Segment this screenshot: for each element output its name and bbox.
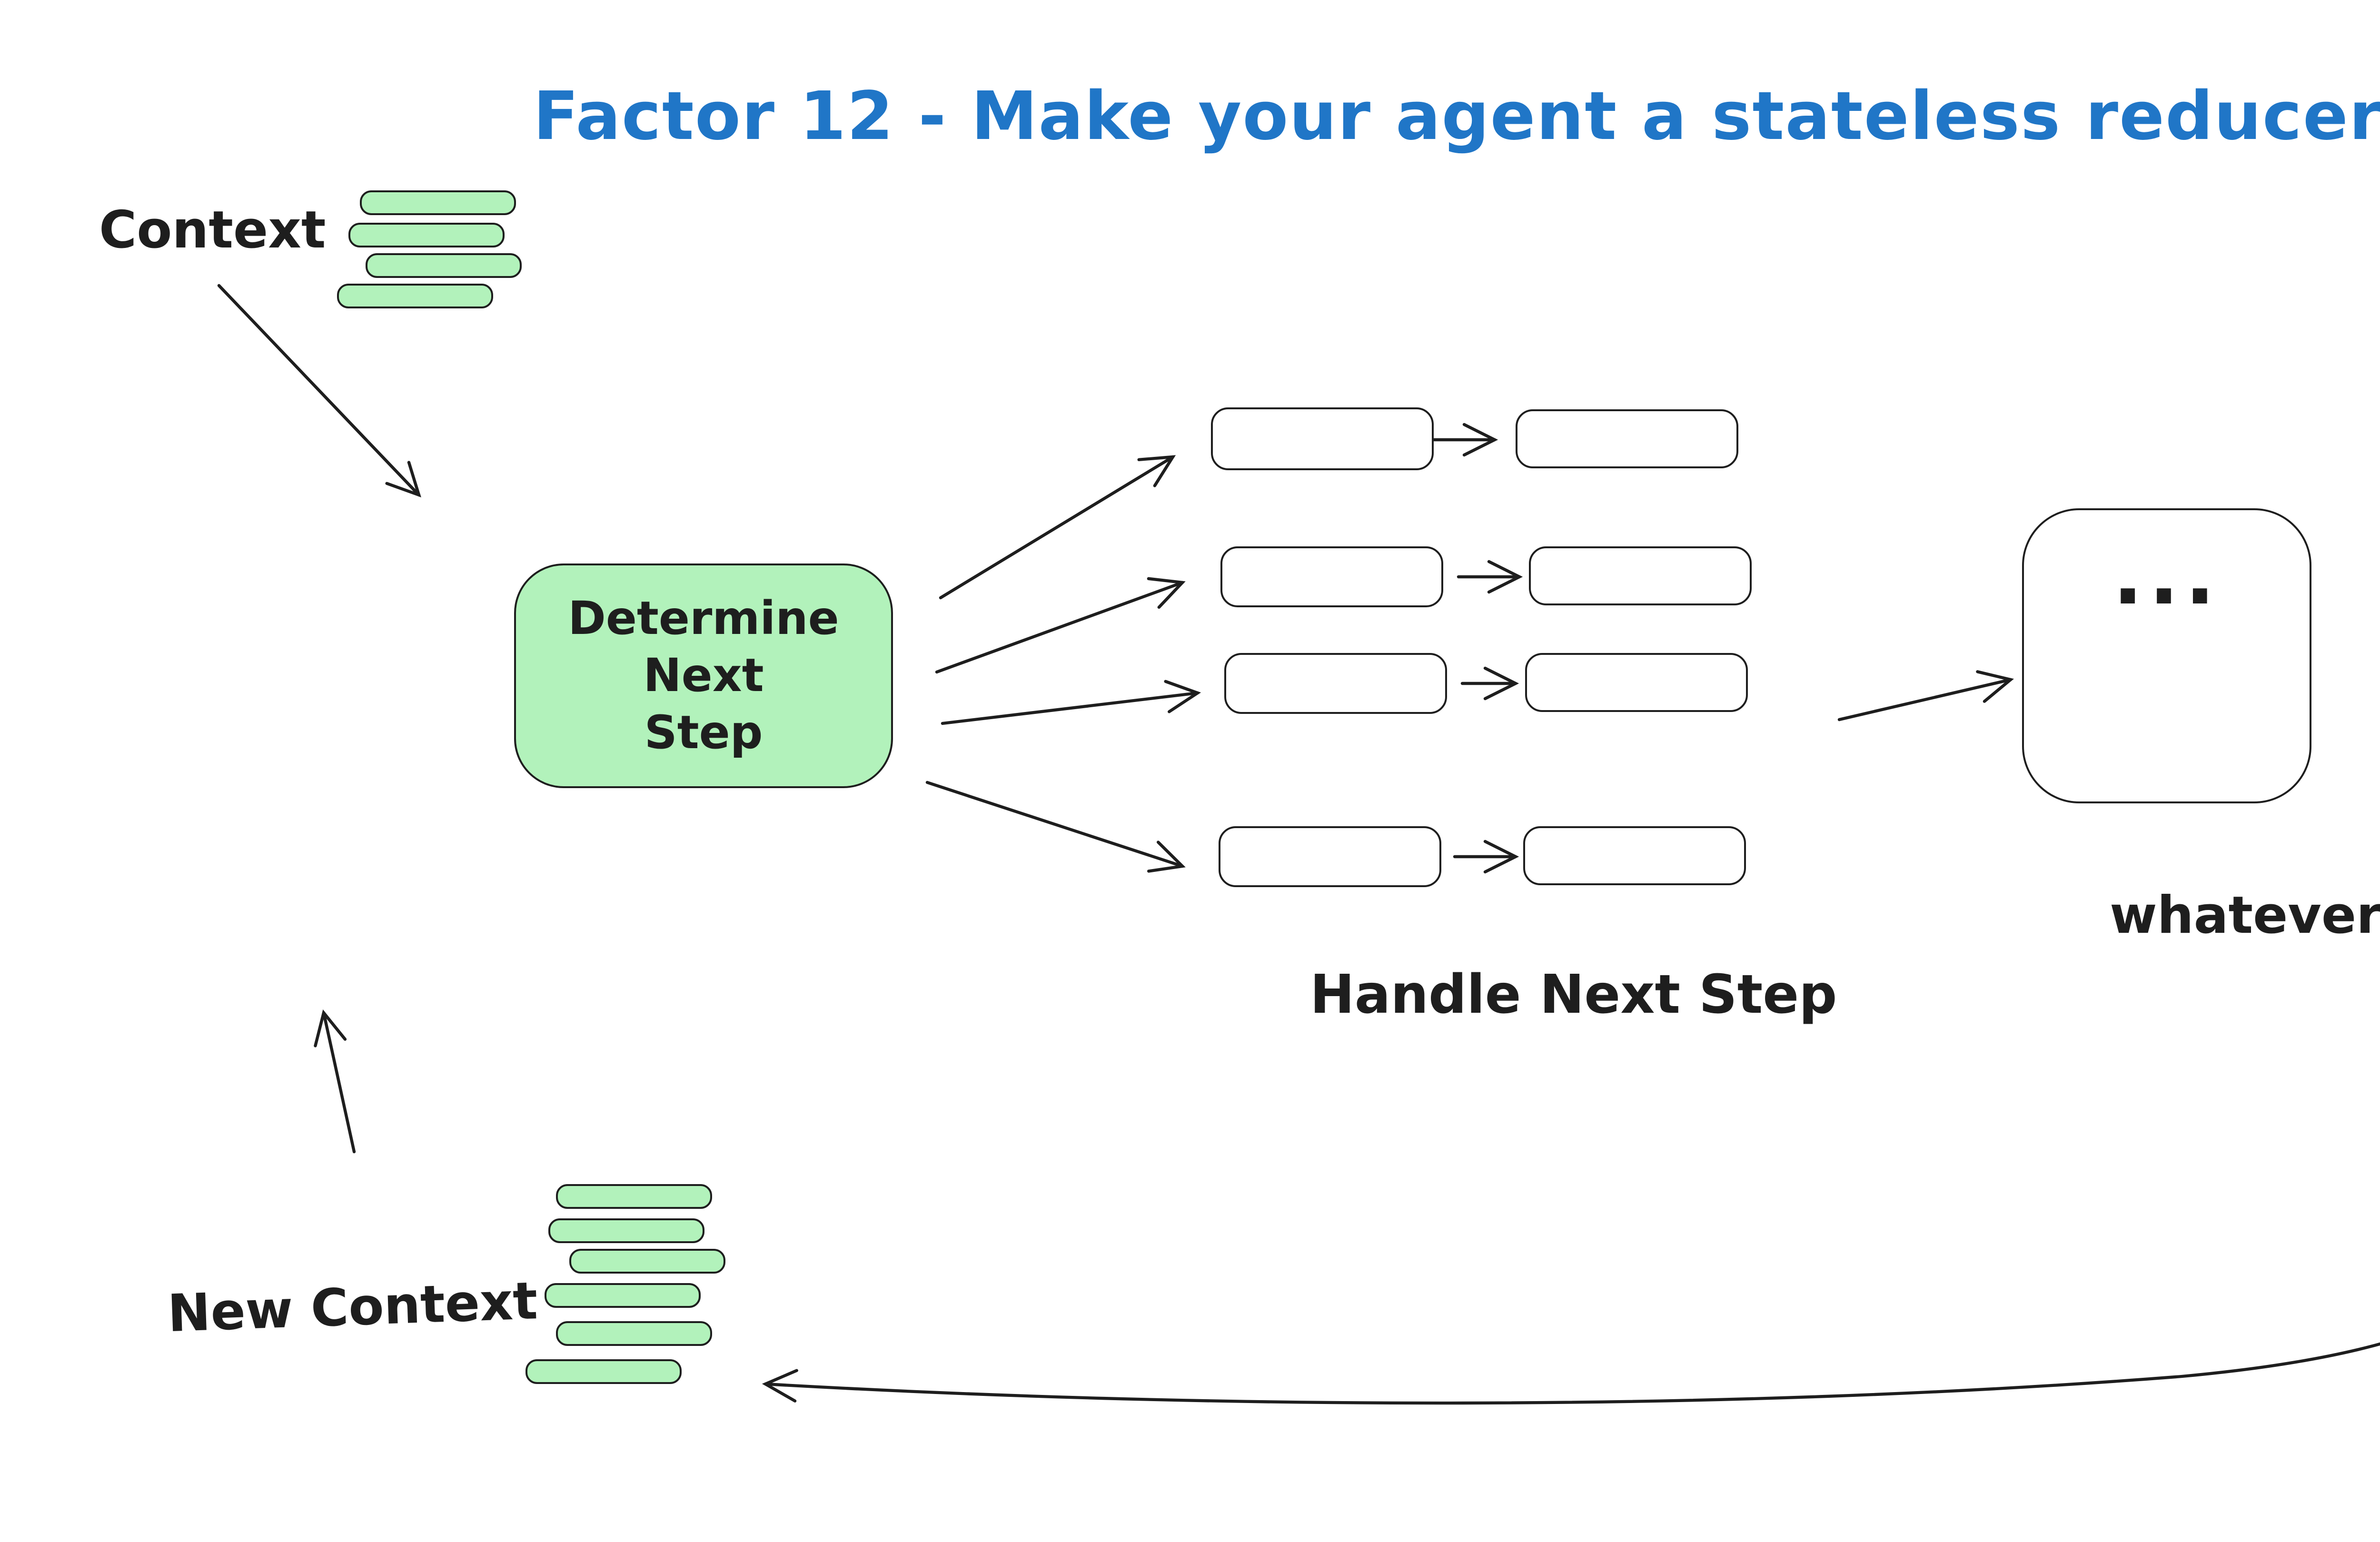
handle-next-step-label: Handle Next Step [1310, 963, 1837, 1026]
arrow-fanout-4 [925, 781, 1186, 873]
determine-line-3: Step [644, 706, 763, 760]
new-context-bar [526, 1359, 682, 1384]
handler-step-box [1523, 826, 1746, 885]
determine-line-1: Determine [568, 592, 839, 645]
output-node: ... [2022, 508, 2311, 803]
new-context-label: New Context [167, 1273, 539, 1345]
new-context-bar [548, 1218, 704, 1243]
arrow-fanout-3 [941, 680, 1201, 725]
new-context-bar [556, 1184, 712, 1209]
handler-step-box [1211, 407, 1434, 470]
handler-step-box [1525, 653, 1748, 712]
handler-step-box [1224, 653, 1447, 714]
context-bar [360, 190, 516, 215]
handler-step-box [1219, 826, 1441, 887]
arrow-loop-back [762, 1342, 2380, 1405]
arrow-fanout-2 [935, 577, 1186, 674]
handler-step-box [1220, 546, 1443, 607]
context-label: Context [99, 202, 326, 261]
handler-step-box [1529, 546, 1752, 605]
arrow-context-to-determine [217, 284, 421, 498]
handler-step-box [1516, 409, 1738, 468]
new-context-bar [569, 1249, 725, 1274]
new-context-bar [556, 1321, 712, 1346]
determine-next-step-node: Determine Next Step [514, 563, 893, 788]
diagram-title: Factor 12 - Make your agent a stateless … [533, 80, 2380, 156]
ellipsis-dots: ... [2112, 529, 2221, 623]
context-bar [337, 284, 493, 308]
determine-line-2: Next [643, 649, 764, 702]
new-context-bar [545, 1283, 701, 1308]
whatever-you-want-label: whatever you want [2110, 887, 2380, 946]
arrow-to-output [1837, 670, 2014, 722]
arrow-fanout-1 [939, 455, 1176, 600]
context-bar [348, 223, 505, 247]
context-bar [366, 253, 522, 278]
arrow-newcontext-to-context [314, 1009, 356, 1154]
